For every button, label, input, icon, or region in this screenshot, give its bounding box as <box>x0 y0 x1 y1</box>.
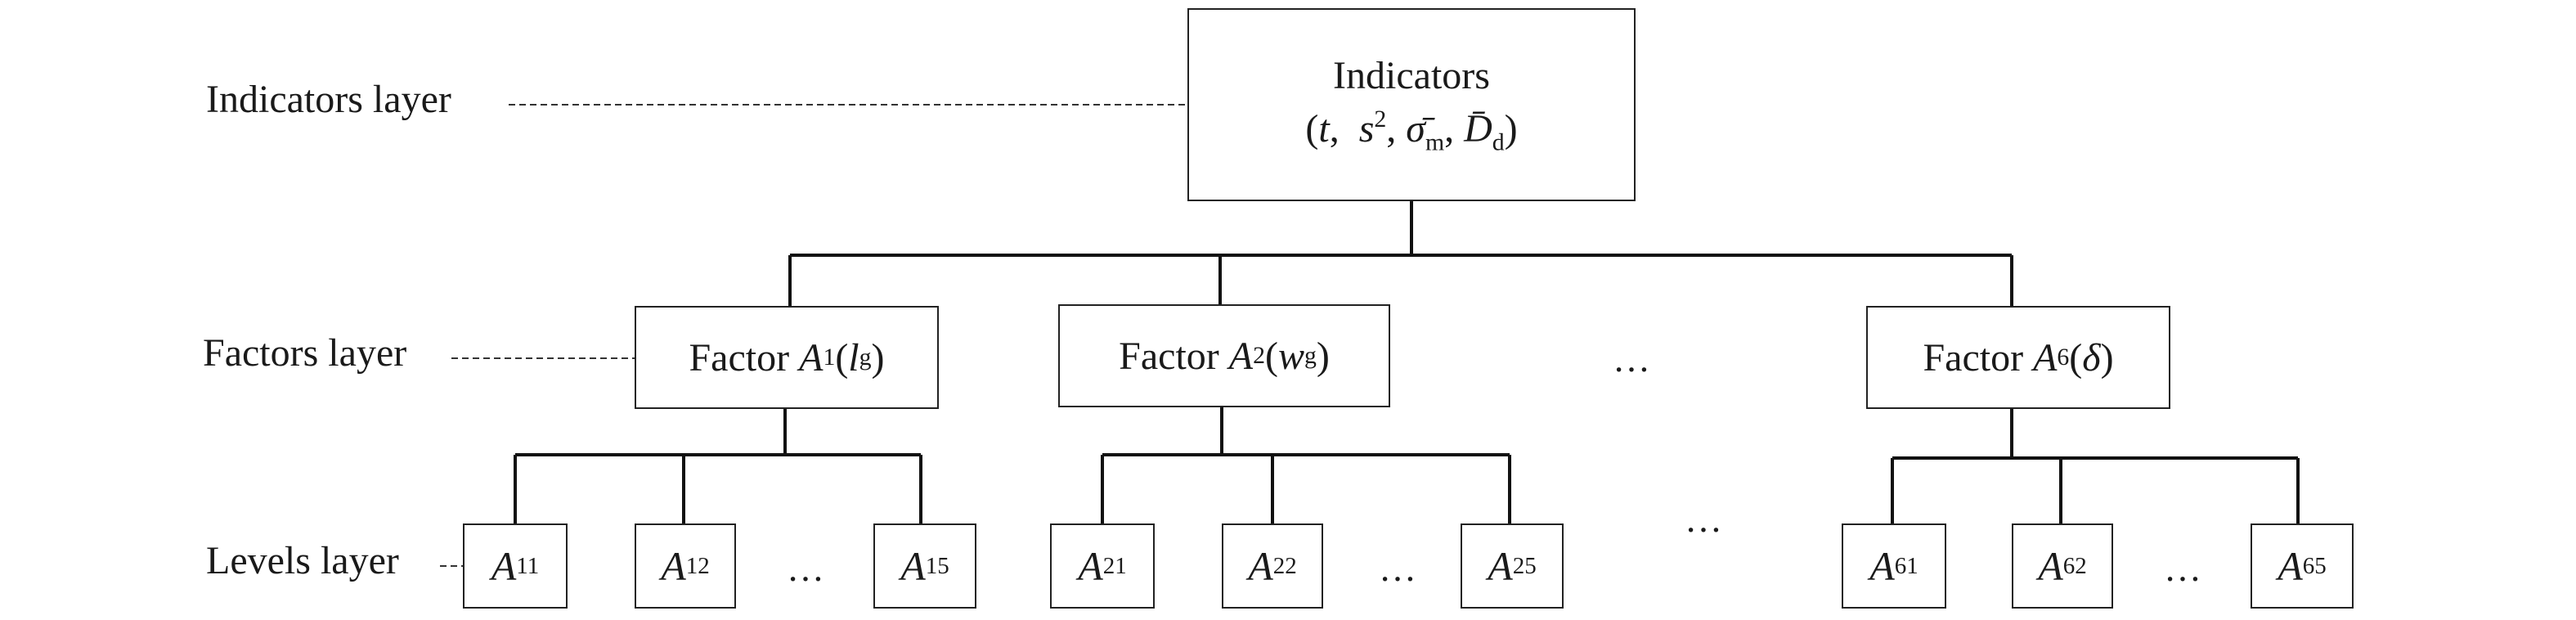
level-ellipsis-3: … <box>2164 547 2205 589</box>
indicators-formula: (t, s2, σ̄m, D̄d) <box>1305 106 1518 156</box>
level-ellipsis-2: … <box>1379 547 1420 589</box>
factors-layer-label: Factors layer <box>203 331 407 375</box>
level-group-ellipsis: … <box>1685 498 1726 540</box>
factor-ellipsis: … <box>1613 338 1654 380</box>
indicators-box: Indicators (t, s2, σ̄m, D̄d) <box>1187 8 1636 201</box>
indicators-title: Indicators <box>1333 54 1490 98</box>
levels-layer-label: Levels layer <box>206 539 399 582</box>
level-ellipsis-1: … <box>787 547 828 589</box>
indicators-layer-label: Indicators layer <box>206 78 451 121</box>
